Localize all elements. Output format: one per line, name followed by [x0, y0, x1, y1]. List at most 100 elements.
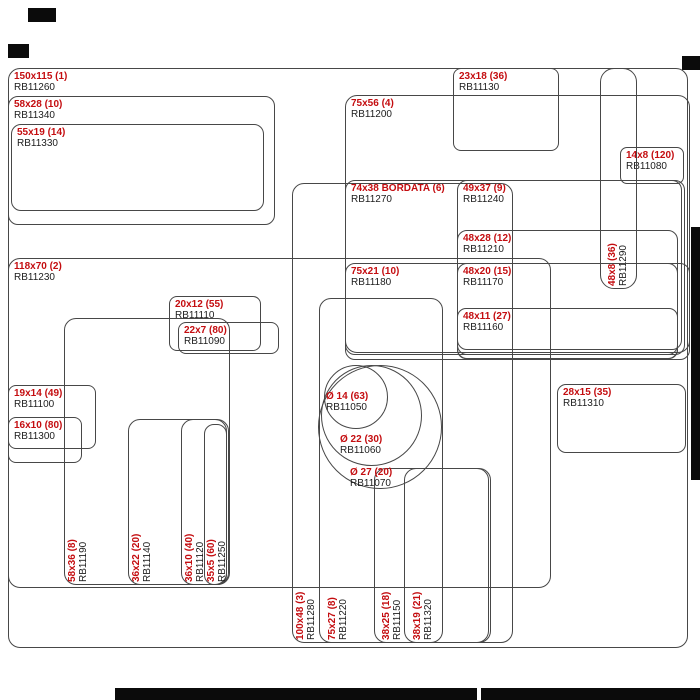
caption-rb11140: 36x22 (20) RB11140: [131, 534, 153, 582]
label-rb11220: 75x27 (8) RB11220: [319, 298, 443, 643]
code-text: RB11190: [78, 541, 89, 582]
size-text: 48x11 (27): [463, 311, 511, 322]
code-text: RB11130: [459, 82, 500, 93]
size-text: 16x10 (80): [14, 420, 63, 431]
size-text: 58x36 (8): [67, 539, 78, 582]
code-text: RB11250: [217, 541, 228, 582]
label-rb11290: 48x8 (36) RB11290: [600, 68, 637, 289]
caption-rb11050: Ø 14 (63) RB11050: [326, 391, 368, 413]
caption-rb11080: 14x8 (120) RB11080: [626, 150, 674, 172]
code-text: RB11280: [306, 599, 317, 640]
size-text: Ø 22 (30): [340, 434, 383, 445]
code-text: RB11260: [14, 82, 55, 93]
label-rb11300: 16x10 (80) RB11300: [8, 417, 82, 463]
caption-rb11160: 48x11 (27) RB11160: [463, 311, 511, 333]
label-rb11320: 38x19 (21) RB11320: [404, 468, 491, 643]
size-text: 55x19 (14): [17, 127, 66, 138]
label-rb11250: 35x5 (60) RB11250: [204, 424, 228, 585]
code-text: RB11090: [184, 336, 225, 347]
code-text: RB11080: [626, 161, 667, 172]
caption-rb11300: 16x10 (80) RB11300: [14, 420, 62, 442]
code-text: RB11140: [142, 541, 153, 582]
caption-rb11210: 48x28 (12) RB11210: [463, 233, 511, 255]
code-text: RB11160: [463, 322, 504, 333]
size-text: 75x27 (8): [327, 597, 338, 640]
code-text: RB11110: [175, 310, 215, 321]
registration-mark-top-right: [682, 56, 700, 70]
caption-rb11200: 75x56 (4) RB11200: [351, 98, 394, 120]
label-rb11140: 36x22 (20) RB11140: [128, 419, 229, 585]
code-text: RB11060: [340, 445, 381, 456]
label-rb11160: 48x11 (27) RB11160: [457, 308, 678, 359]
caption-rb11270: 74x38 BORDATA (6) RB11270: [351, 183, 445, 205]
caption-rb11260: 150x115 (1) RB11260: [14, 71, 67, 93]
caption-rb11070: Ø 27 (20) RB11070: [350, 467, 392, 489]
caption-rb11320: 38x19 (21) RB11320: [412, 592, 434, 640]
size-text: 35x5 (60): [206, 539, 217, 582]
caption-rb11100: 19x14 (49) RB11100: [14, 388, 62, 410]
registration-mark-bottom-bar-left: [115, 688, 477, 700]
size-text: 28x15 (35): [563, 387, 612, 398]
label-rb11110: 20x12 (55) RB11110: [169, 296, 261, 351]
size-text: 58x28 (10): [14, 99, 63, 110]
caption-rb11190: 58x36 (8) RB11190: [67, 539, 89, 582]
label-rb11070: [318, 365, 442, 489]
size-text: Ø 27 (20): [350, 467, 393, 478]
caption-rb11230: 118x70 (2) RB11230: [14, 261, 62, 283]
caption-rb11330: 55x19 (14) RB11330: [17, 127, 65, 149]
caption-rb11310: 28x15 (35) RB11310: [563, 387, 611, 409]
size-text: 38x19 (21): [412, 591, 423, 640]
size-text: 100x48 (3): [295, 591, 306, 640]
caption-rb11150: 38x25 (18) RB11150: [381, 592, 403, 640]
size-text: Ø 14 (63): [326, 391, 369, 402]
code-text: RB11240: [463, 194, 504, 205]
code-text: RB11050: [326, 402, 367, 413]
caption-rb11250: 35x5 (60) RB11250: [206, 539, 228, 582]
size-text: 49x37 (9): [463, 183, 506, 194]
size-text: 75x21 (10): [351, 266, 400, 277]
code-text: RB11320: [423, 599, 434, 640]
caption-rb11240: 49x37 (9) RB11240: [463, 183, 506, 205]
label-rb11080: 14x8 (120) RB11080: [620, 147, 684, 184]
caption-rb11120: 36x10 (40) RB11120: [184, 534, 206, 582]
size-text: 48x28 (12): [463, 233, 512, 244]
label-rb11130: 23x18 (36) RB11130: [453, 68, 559, 151]
label-rb11340: 58x28 (10) RB11340: [8, 96, 275, 225]
code-text: RB11220: [338, 599, 349, 640]
size-text: 19x14 (49): [14, 388, 63, 399]
size-text: 118x70 (2): [14, 261, 62, 272]
label-rb11330: 55x19 (14) RB11330: [11, 124, 264, 211]
registration-mark-right-bar: [691, 227, 700, 480]
label-rb11100: 19x14 (49) RB11100: [8, 385, 96, 449]
size-text: 74x38 BORDATA (6): [351, 183, 445, 194]
size-text: 48x20 (15): [463, 266, 512, 277]
code-text: RB11100: [14, 399, 55, 410]
caption-rb11170: 48x20 (15) RB11170: [463, 266, 511, 288]
code-text: RB11310: [563, 398, 604, 409]
caption-rb11340: 58x28 (10) RB11340: [14, 99, 62, 121]
code-text: RB11230: [14, 272, 55, 283]
label-rb11310: 28x15 (35) RB11310: [557, 384, 686, 453]
size-text: 75x56 (4): [351, 98, 394, 109]
size-text: 23x18 (36): [459, 71, 508, 82]
code-text: RB11330: [17, 138, 58, 149]
caption-rb11180: 75x21 (10) RB11180: [351, 266, 399, 288]
registration-mark-top: [28, 8, 56, 22]
registration-mark-bottom-bar-right: [481, 688, 700, 700]
caption-rb11060: Ø 22 (30) RB11060: [340, 434, 382, 456]
size-text: 150x115 (1): [14, 71, 68, 82]
size-text: 38x25 (18): [381, 591, 392, 640]
code-text: RB11070: [350, 478, 391, 489]
caption-rb11280: 100x48 (3) RB11280: [295, 592, 317, 640]
code-text: RB11170: [463, 277, 504, 288]
registration-mark-left: [8, 44, 29, 58]
code-text: RB11340: [14, 110, 55, 121]
size-text: 20x12 (55): [175, 299, 224, 310]
label-rb11170: 48x20 (15) RB11170: [457, 263, 678, 355]
size-text: 14x8 (120): [626, 150, 675, 161]
caption-rb11130: 23x18 (36) RB11130: [459, 71, 507, 93]
code-text: RB11270: [351, 194, 392, 205]
code-text: RB11300: [14, 431, 55, 442]
size-text: 22x7 (80): [184, 325, 227, 336]
